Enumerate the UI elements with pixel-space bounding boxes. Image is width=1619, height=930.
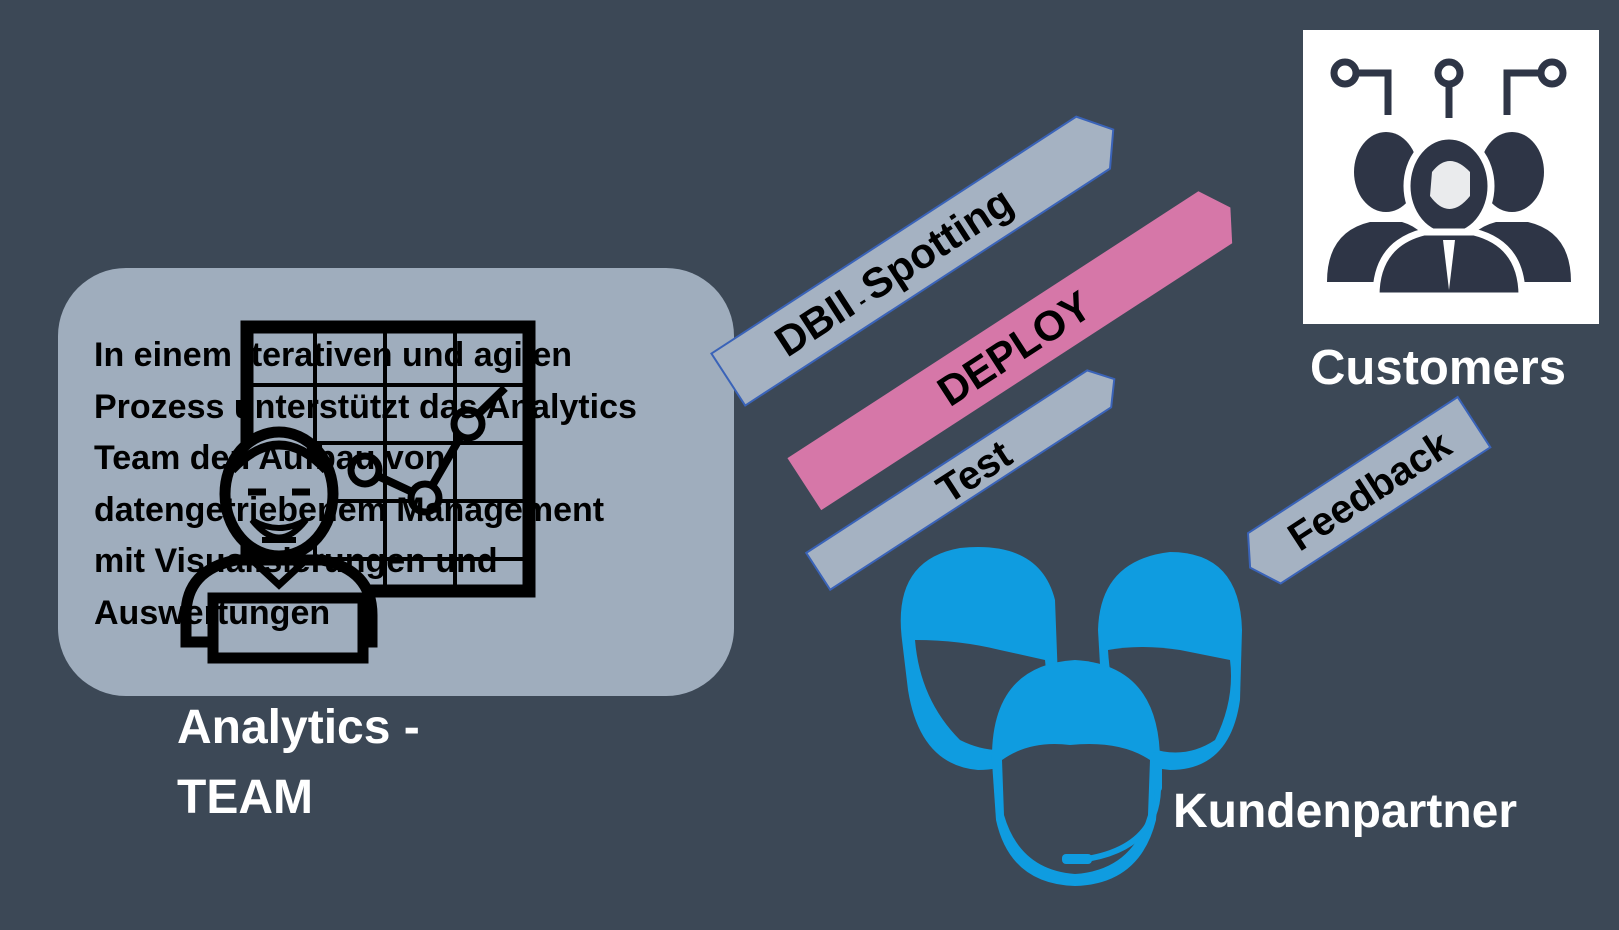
description-line: Team den Aufbau von <box>94 439 446 477</box>
description-line: Auswertungen <box>94 593 331 632</box>
description-line: Prozess unterstützt das Analytics <box>94 387 637 426</box>
analyst-presenter-icon <box>180 320 536 664</box>
headset-support-team-icon <box>900 547 1242 886</box>
description-text: In einem iterativen und agilen Prozess u… <box>94 330 694 639</box>
description-line: In einem iterativen und agilen <box>94 336 572 374</box>
arrow-deploy <box>787 191 1233 511</box>
arrow-feedback <box>1246 395 1492 585</box>
description-line: datengetriebenem Management <box>94 490 605 529</box>
customers-network-icon <box>1327 58 1571 300</box>
arrow-test <box>804 369 1116 592</box>
partner-label: Kundenpartner <box>1173 785 1518 838</box>
team-label-line1: Analytics - <box>177 701 420 754</box>
arrow-dbii-spotting <box>710 115 1115 407</box>
customers-label: Customers <box>1310 341 1566 395</box>
arrow-feedback-label: Feedback <box>1280 422 1459 560</box>
description-line: mit Visualisierungen und <box>94 542 498 580</box>
team-label-line2: TEAM <box>177 771 313 824</box>
